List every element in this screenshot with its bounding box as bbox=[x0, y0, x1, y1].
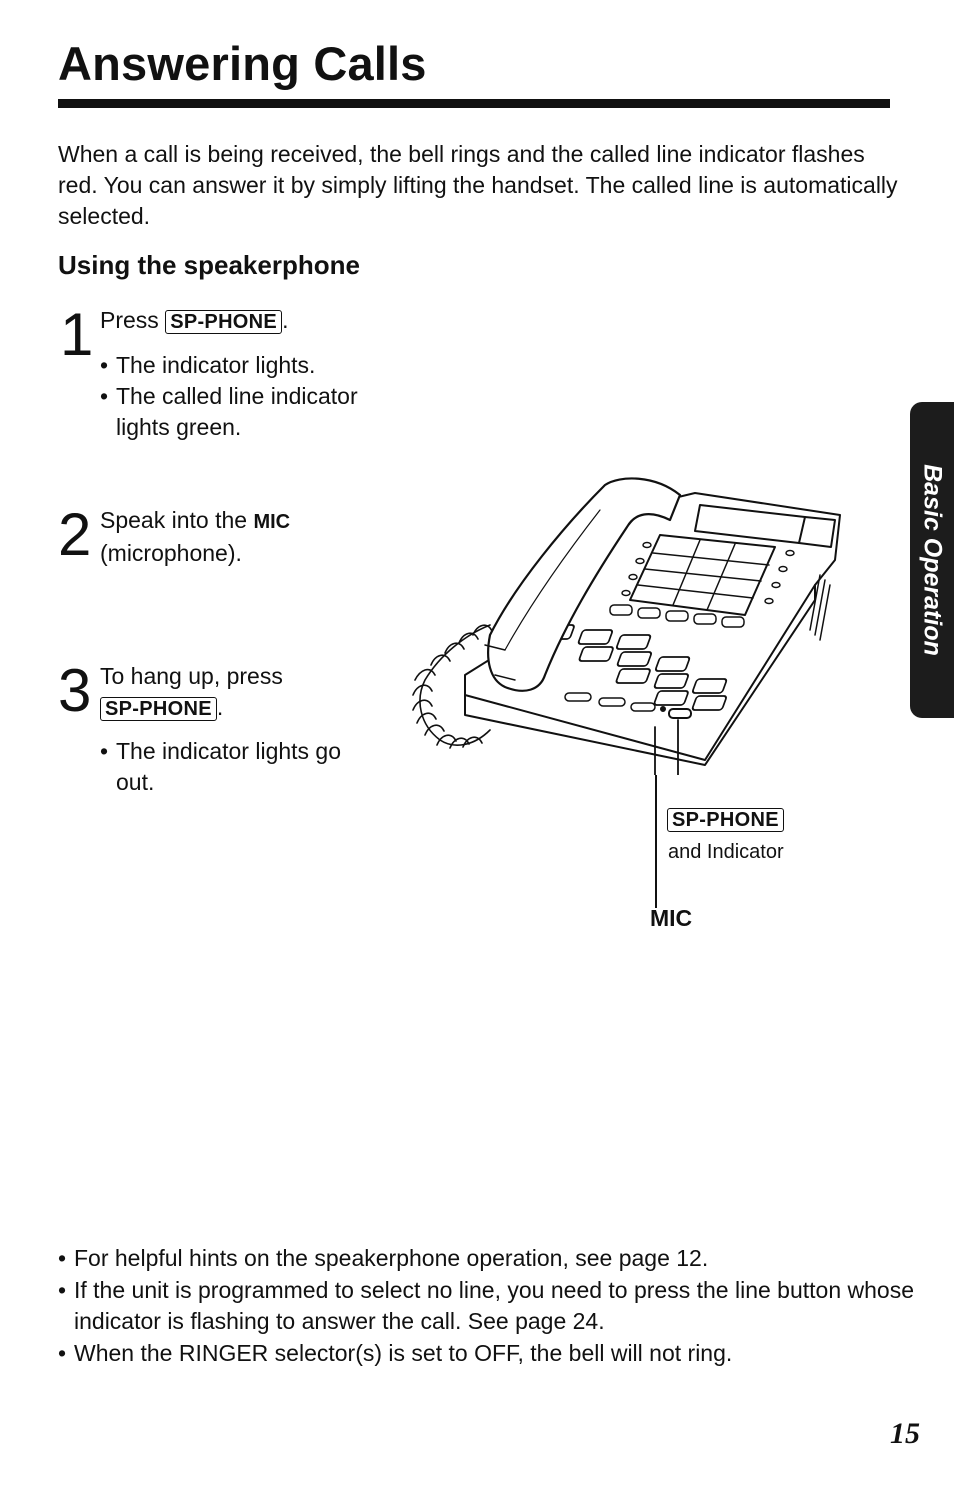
title-rule bbox=[58, 99, 890, 108]
sp-phone-callout-note: and Indicator bbox=[668, 841, 784, 863]
line-indicators bbox=[621, 541, 795, 605]
phone-display-bezel bbox=[798, 516, 836, 548]
sp-phone-key: SP-PHONE bbox=[165, 310, 283, 334]
bottom-keys bbox=[564, 692, 656, 712]
sp-phone-callout: SP-PHONE bbox=[667, 808, 784, 832]
step-3-bullets: The indicator lights go out. bbox=[100, 736, 370, 798]
sp-phone-key: SP-PHONE bbox=[100, 697, 217, 721]
telephone-illustration bbox=[412, 477, 841, 775]
step-1-bullet: The called line indicator lights green. bbox=[100, 381, 390, 443]
step-1-bullet: The indicator lights. bbox=[100, 350, 390, 381]
step-1-text: Press bbox=[100, 307, 166, 333]
step-3-text-end: . bbox=[216, 694, 224, 720]
phone-side-ridges bbox=[809, 574, 831, 641]
step-1: Press SP-PHONE. The indicator lights. Th… bbox=[100, 305, 390, 443]
note-item: For helpful hints on the speakerphone op… bbox=[58, 1243, 918, 1275]
step-1-bullets: The indicator lights. The called line in… bbox=[100, 350, 390, 443]
step-2-text: Speak into the bbox=[100, 507, 254, 533]
step-3-instruction: To hang up, press SP-PHONE. bbox=[100, 661, 370, 723]
intro-paragraph: When a call is being received, the bell … bbox=[58, 141, 898, 229]
note-item: When the RINGER selector(s) is set to OF… bbox=[58, 1338, 918, 1370]
step-1-number: 1 bbox=[60, 301, 94, 368]
handset-earpiece bbox=[484, 644, 516, 681]
step-2-text-end: (microphone). bbox=[100, 540, 242, 566]
mic-label: MIC bbox=[253, 511, 291, 533]
coiled-cord bbox=[412, 624, 493, 749]
line-button-panel bbox=[629, 534, 776, 616]
note-item: If the unit is programmed to select no l… bbox=[58, 1275, 918, 1338]
step-1-text-end: . bbox=[282, 307, 289, 333]
step-2-number: 2 bbox=[58, 501, 92, 568]
line-button-columns bbox=[672, 539, 736, 611]
step-3-text: To hang up, press bbox=[100, 663, 283, 689]
handset bbox=[487, 477, 682, 692]
step-2: Speak into the MIC (microphone). bbox=[100, 505, 340, 569]
section-tab bbox=[910, 402, 954, 718]
handset-edge bbox=[504, 509, 601, 651]
section-tab-label: Basic Operation bbox=[918, 464, 947, 656]
mic-callout-leader bbox=[655, 775, 657, 908]
page-title: Answering Calls bbox=[58, 37, 427, 90]
step-1-instruction: Press SP-PHONE. bbox=[100, 305, 390, 336]
function-keys bbox=[609, 604, 745, 628]
line-button-rows bbox=[637, 552, 770, 599]
sp-phone-callout-key: SP-PHONE bbox=[667, 808, 784, 832]
phone-base-edge bbox=[464, 584, 816, 766]
section-heading: Using the speakerphone bbox=[58, 250, 360, 280]
notes-list: For helpful hints on the speakerphone op… bbox=[58, 1243, 918, 1369]
step-3: To hang up, press SP-PHONE. The indicato… bbox=[100, 661, 370, 798]
page-number: 15 bbox=[890, 1417, 920, 1450]
step-3-bullet: The indicator lights go out. bbox=[100, 736, 370, 798]
mic-callout-label: MIC bbox=[650, 905, 693, 931]
step-3-number: 3 bbox=[58, 657, 92, 724]
sp-phone-button bbox=[668, 708, 692, 719]
sp-phone-indicator bbox=[660, 706, 666, 712]
